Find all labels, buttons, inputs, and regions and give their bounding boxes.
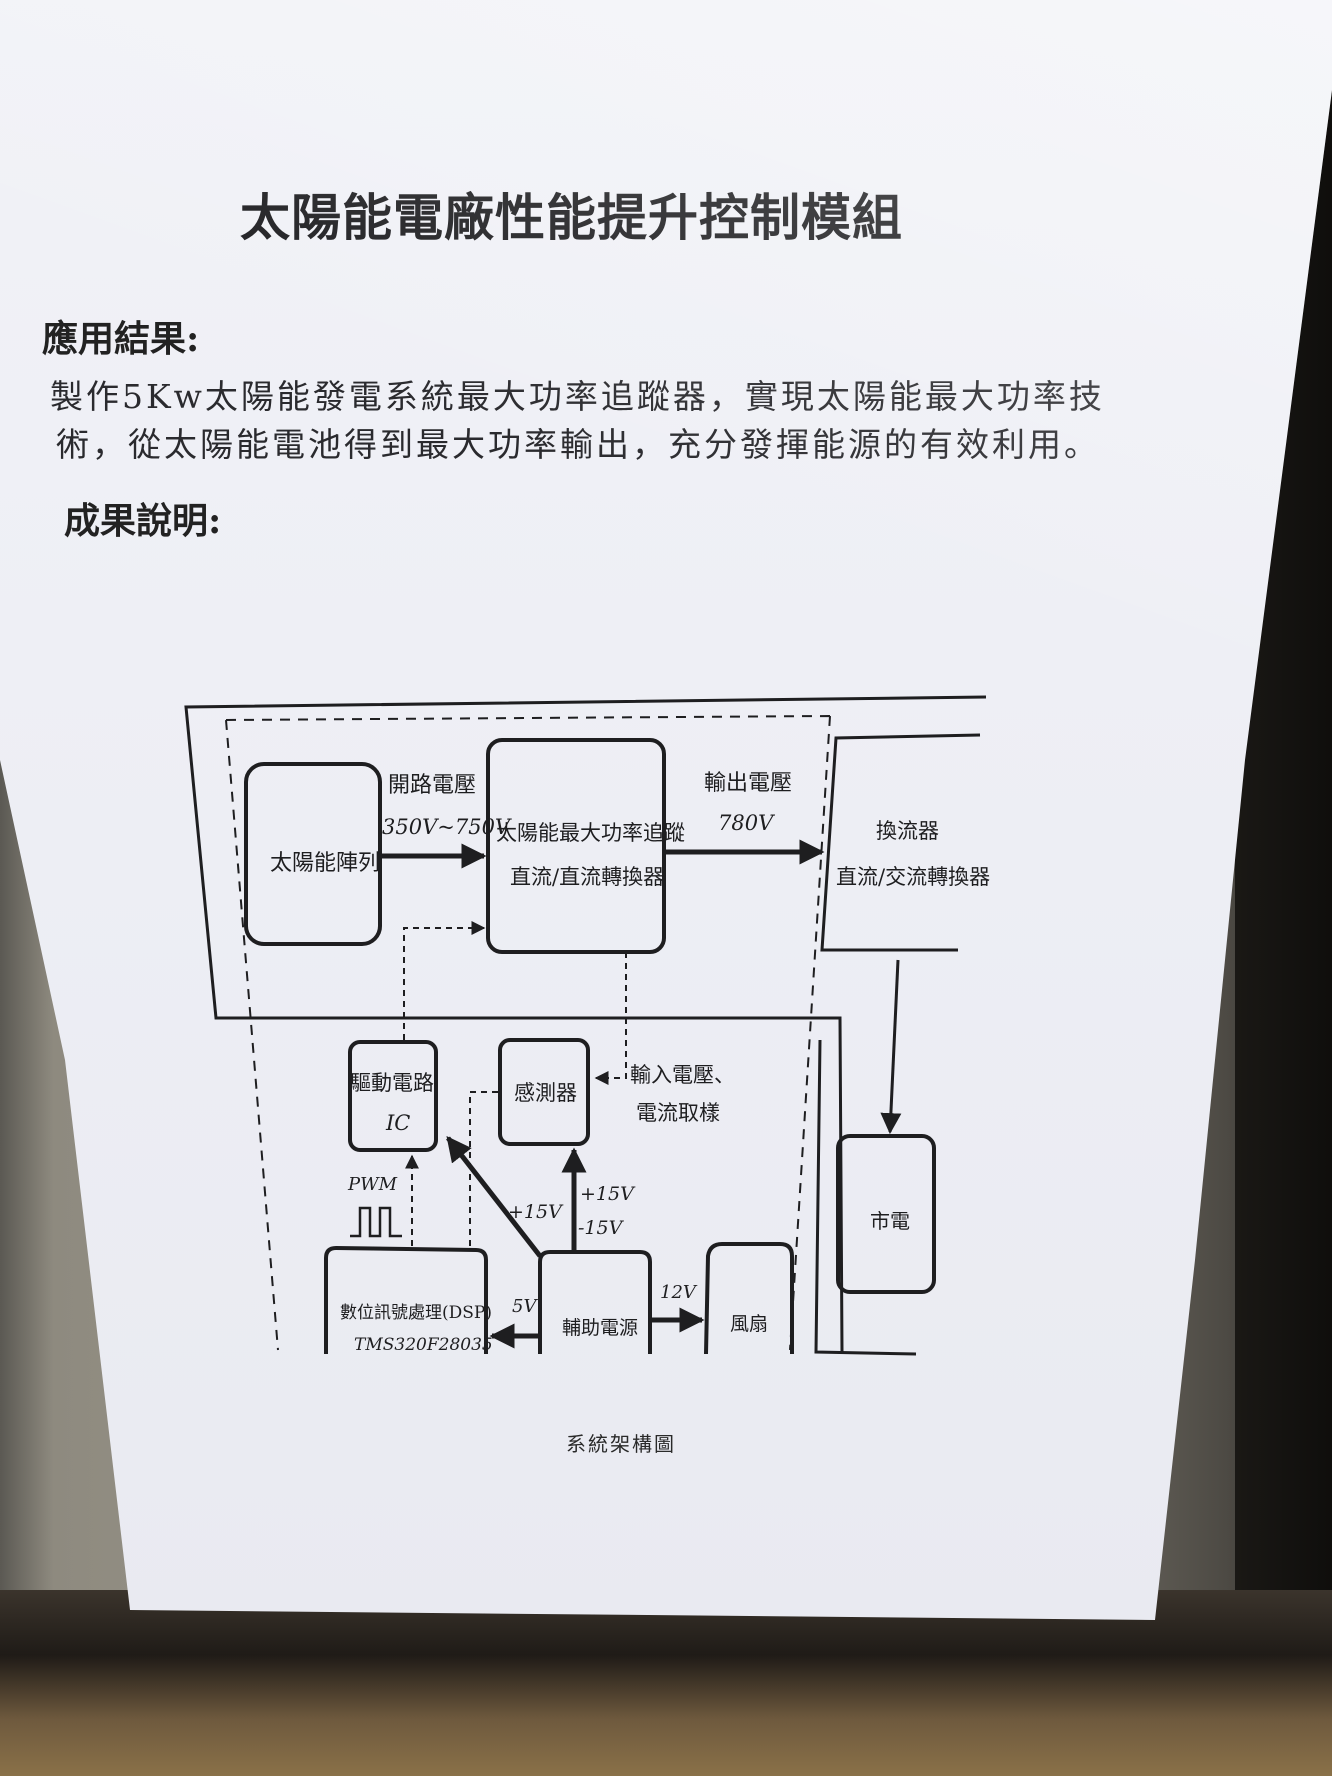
aux-to-sensor-minus-voltage: -15V: [578, 1217, 625, 1239]
inverter-label-line2: 直流/交流轉換器: [836, 865, 990, 889]
fan-label: 風扇: [730, 1313, 768, 1335]
driver-ic-label-line2: IC: [385, 1111, 410, 1135]
inverter-to-grid-arrow: [880, 959, 902, 1135]
aux-to-driver-arrow: [446, 1136, 542, 1258]
driver-to-mppt-dashed-arrow: [403, 921, 486, 1040]
output-voltage-label: 輸出電壓: [704, 771, 792, 796]
pwm-pulse-icon: [350, 1206, 402, 1238]
solar-array-label: 太陽能陣列: [270, 851, 380, 876]
grid-label: 市電: [870, 1209, 910, 1233]
mppt-to-sensor-dashed-line: [594, 952, 627, 1085]
open-voltage-label: 開路電壓: [388, 773, 476, 798]
driver-ic-box: [348, 1040, 438, 1152]
results-text-line-1: 製作5Kw太陽能發電系統最大功率追蹤器，實現太陽能最大功率技: [50, 377, 1105, 416]
aux-power-box: [538, 1250, 652, 1354]
open-voltage-range: 350V~750V: [382, 815, 512, 839]
mppt-label-line2: 直流/直流轉換器: [510, 865, 664, 889]
aux-power-label: 輔助電源: [562, 1317, 638, 1339]
aux-to-driver-voltage: +15V: [508, 1201, 564, 1223]
dsp-label-line1: 數位訊號處理(DSP): [340, 1303, 492, 1323]
inverter-label-line1: 換流器: [876, 819, 939, 843]
grid-enclosure-line: [814, 1039, 917, 1356]
display-case-base: [0, 1590, 1332, 1776]
fan-box: [704, 1242, 794, 1355]
mppt-converter-box: [486, 738, 666, 954]
results-text-line-2: 術，從太陽能電池得到最大功率輸出，充分發揮能源的有效利用。: [56, 425, 1100, 464]
sensor-label: 感測器: [514, 1081, 577, 1105]
sampling-label-line1: 輸入電壓、: [630, 1063, 735, 1087]
diagram-caption: 系統架構圖: [566, 1432, 676, 1456]
control-dashed-boundary: [225, 715, 831, 1351]
aux-to-sensor-plus-voltage: +15V: [580, 1183, 636, 1205]
sensor-to-dsp-dashed-line: [469, 1091, 498, 1248]
pwm-label: PWM: [347, 1174, 398, 1195]
outer-enclosure-line: [184, 695, 987, 1353]
grid-box: [836, 1134, 936, 1294]
sampling-label-line2: 電流取樣: [636, 1101, 720, 1125]
inverter-enclosure-line: [820, 733, 981, 952]
dsp-label-line2: TMS320F28035: [354, 1335, 493, 1355]
page-title: 太陽能電廠性能提升控制模組: [240, 188, 903, 247]
section-heading-results: 應用結果:: [42, 318, 200, 360]
aux-to-dsp-voltage: 5V: [512, 1296, 538, 1317]
sensor-box: [498, 1038, 590, 1146]
dsp-box: [324, 1245, 488, 1354]
output-voltage-value: 780V: [718, 811, 775, 835]
driver-ic-label-line1: 驅動電路: [350, 1071, 434, 1095]
mppt-label-line1: 太陽能最大功率追蹤: [496, 821, 685, 845]
aux-to-fan-voltage: 12V: [660, 1282, 698, 1303]
section-heading-description: 成果說明:: [64, 500, 222, 542]
